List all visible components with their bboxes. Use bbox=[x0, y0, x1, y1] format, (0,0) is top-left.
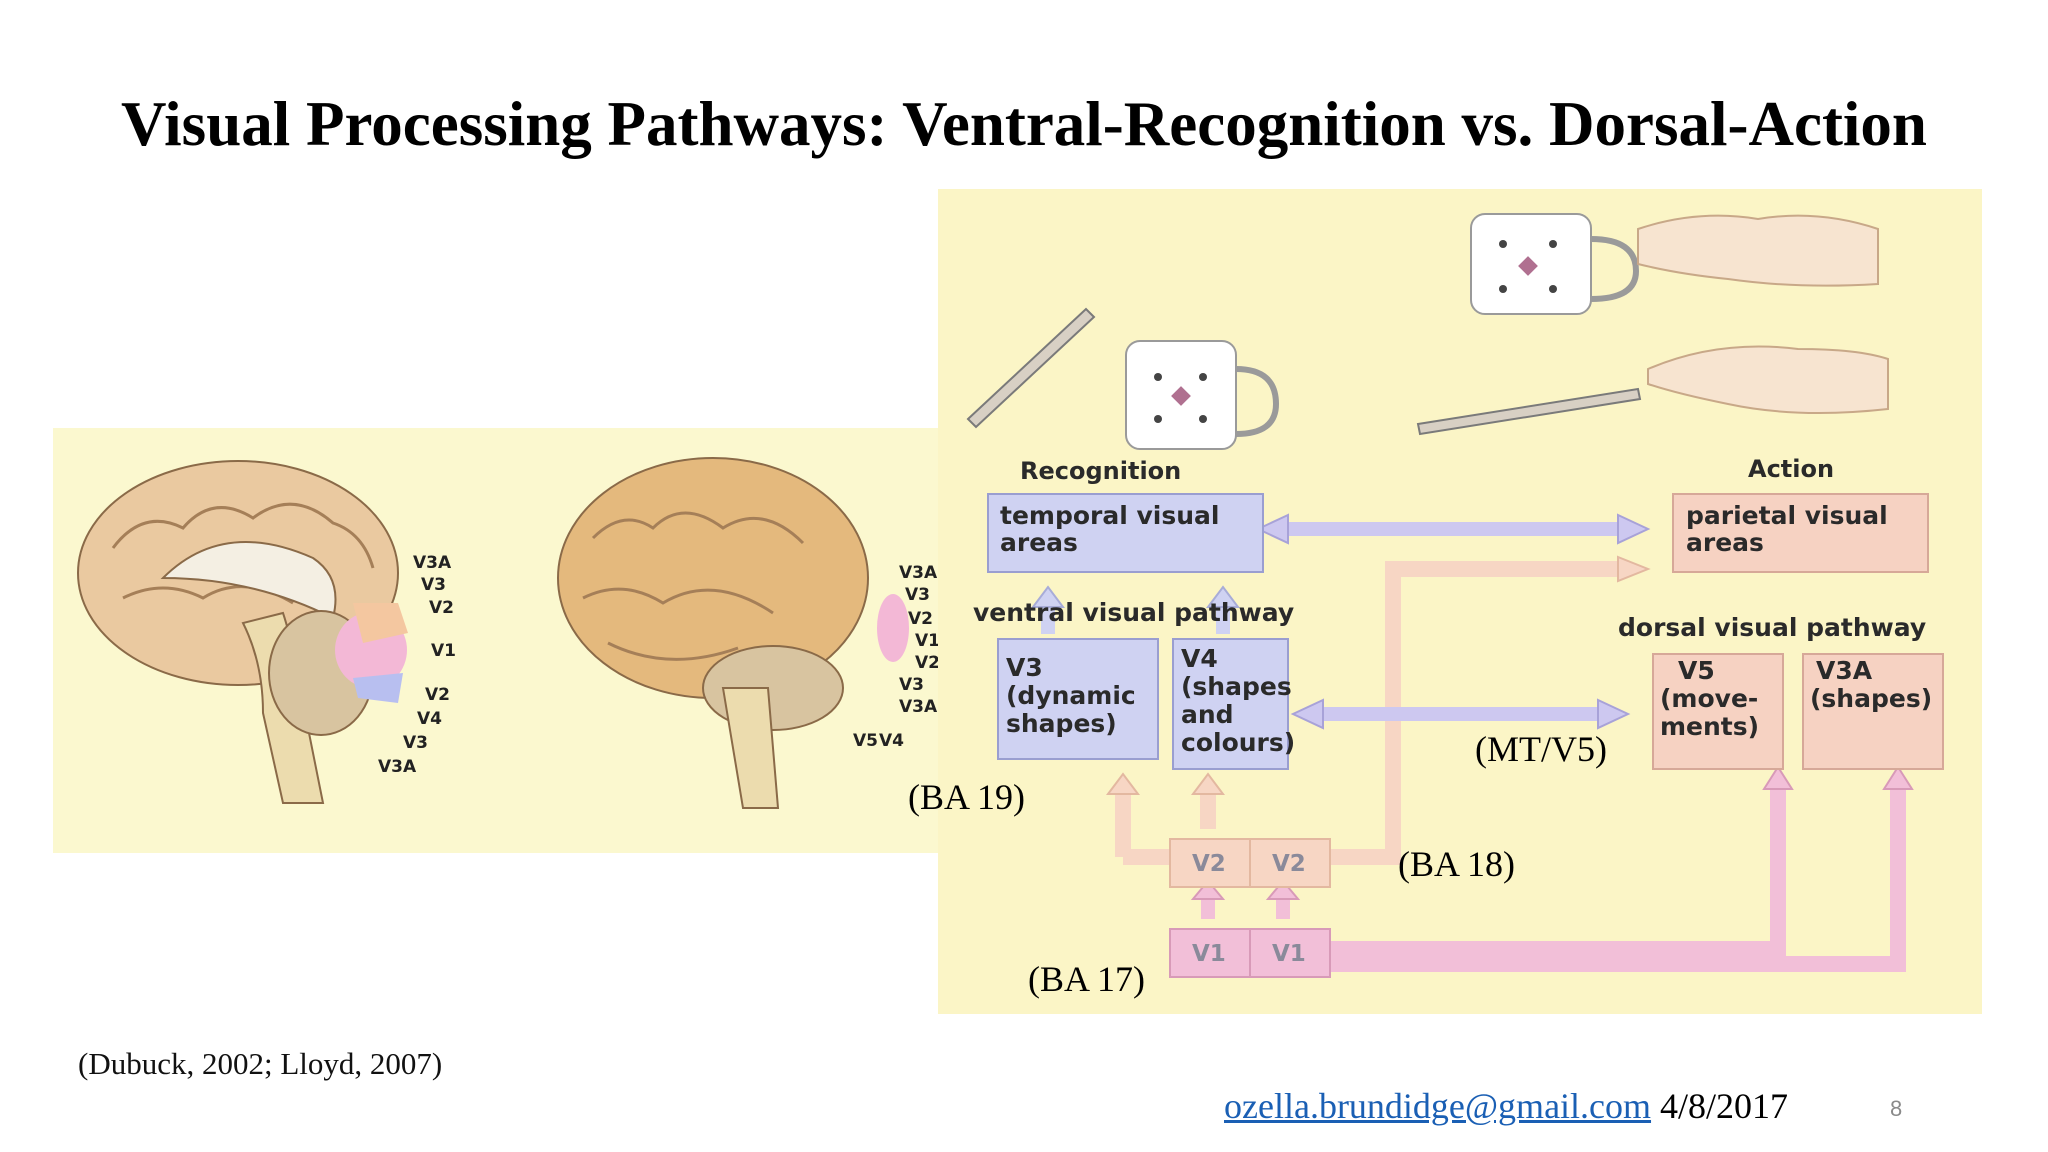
lateral-label-6: V3 bbox=[899, 675, 924, 695]
slide-footer: ozella.brundidge@gmail.com 4/8/2017 bbox=[1224, 1085, 1788, 1127]
hand-icon bbox=[1647, 345, 1889, 414]
footer-date: 4/8/2017 bbox=[1660, 1086, 1789, 1126]
medial-label-3: V2 bbox=[429, 598, 454, 618]
email-link[interactable]: ozella.brundidge@gmail.com bbox=[1224, 1086, 1652, 1126]
medial-label-8: V3A bbox=[378, 757, 417, 777]
pathway-diagram: Recognition Action temporal visual areas… bbox=[938, 189, 1982, 1014]
temporal-box-line-2: areas bbox=[1000, 528, 1078, 557]
parietal-box-line-1: parietal visual bbox=[1686, 501, 1888, 530]
lateral-label-3: V2 bbox=[908, 609, 933, 629]
lateral-label-5: V2 bbox=[915, 653, 940, 673]
slide-title: Visual Processing Pathways: Ventral-Reco… bbox=[121, 89, 1927, 159]
medial-brain-view bbox=[77, 460, 408, 804]
hand-icon bbox=[1637, 214, 1879, 287]
v5-box-line-1: V5 bbox=[1678, 656, 1715, 685]
v1-left-box bbox=[1169, 928, 1251, 978]
lateral-label-8: V5 bbox=[853, 731, 878, 751]
v4-box-line-1: V4 bbox=[1181, 644, 1218, 673]
ventral-pathway-label: ventral visual pathway bbox=[973, 598, 1294, 627]
lateral-label-7: V3A bbox=[899, 697, 938, 717]
v4-box-line-4: colours) bbox=[1181, 728, 1295, 757]
pencil-icon bbox=[966, 307, 1096, 429]
citation: (Dubuck, 2002; Lloyd, 2007) bbox=[78, 1046, 443, 1081]
brain-illustrations: V3A V3 V2 V1 V2 V4 V3 V3A V3A V3 V2 V1 V… bbox=[77, 457, 940, 809]
v3-box-line-1: V3 bbox=[1006, 653, 1043, 682]
pathway-diagram-svg: Recognition Action temporal visual areas… bbox=[966, 213, 1944, 978]
v3-box-line-2: (dynamic bbox=[1006, 681, 1136, 710]
v3a-box-line-2: (shapes) bbox=[1810, 684, 1932, 713]
mug-icon bbox=[1470, 213, 1640, 315]
ba19-annotation: (BA 19) bbox=[908, 777, 1025, 817]
v2-left-label: V2 bbox=[1192, 851, 1226, 877]
medial-label-1: V3A bbox=[413, 553, 452, 573]
parietal-visual-areas-box bbox=[1672, 493, 1929, 573]
v2-right-label: V2 bbox=[1272, 851, 1306, 877]
pencil-icon bbox=[1416, 387, 1642, 436]
action-heading: Action bbox=[1748, 455, 1834, 483]
medial-label-4: V1 bbox=[431, 641, 456, 661]
v5-box-line-2: (move- bbox=[1660, 684, 1758, 713]
recognition-heading: Recognition bbox=[1020, 457, 1181, 485]
mt-v5-annotation: (MT/V5) bbox=[1475, 729, 1607, 769]
medial-label-2: V3 bbox=[421, 575, 446, 595]
ba17-annotation: (BA 17) bbox=[1028, 959, 1145, 999]
v3a-box-line-1: V3A bbox=[1816, 656, 1873, 685]
lateral-brain-view bbox=[557, 457, 909, 809]
v1-left-label: V1 bbox=[1192, 941, 1226, 967]
page-number: 8 bbox=[1890, 1096, 1903, 1121]
lateral-label-9: V4 bbox=[879, 731, 904, 751]
lateral-label-1: V3A bbox=[899, 563, 938, 583]
v3-box bbox=[997, 638, 1159, 760]
temporal-box-line-1: temporal visual bbox=[1000, 501, 1219, 530]
medial-label-5: V2 bbox=[425, 685, 450, 705]
v4-box bbox=[1172, 638, 1289, 770]
v4-box-line-2: (shapes bbox=[1181, 672, 1292, 701]
medial-label-7: V3 bbox=[403, 733, 428, 753]
lateral-label-2: V3 bbox=[905, 585, 930, 605]
medial-label-6: V4 bbox=[417, 709, 442, 729]
parietal-box-line-2: areas bbox=[1686, 528, 1764, 557]
v5-box-line-3: ments) bbox=[1660, 712, 1759, 741]
ba18-annotation: (BA 18) bbox=[1398, 844, 1515, 884]
v4-box-line-3: and bbox=[1181, 700, 1234, 729]
brain-illustration-panel: V3A V3 V2 V1 V2 V4 V3 V3A V3A V3 V2 V1 V… bbox=[53, 428, 953, 853]
v2-left-box bbox=[1169, 838, 1251, 888]
dorsal-pathway-label: dorsal visual pathway bbox=[1618, 613, 1926, 642]
v2-right-box bbox=[1249, 838, 1331, 888]
v5-box bbox=[1652, 653, 1784, 770]
v1-right-label: V1 bbox=[1272, 941, 1306, 967]
v1-right-box bbox=[1249, 928, 1331, 978]
v3a-box bbox=[1802, 653, 1944, 770]
temporal-visual-areas-box bbox=[987, 493, 1264, 573]
lateral-label-4: V1 bbox=[915, 631, 940, 651]
mug-icon bbox=[1125, 340, 1280, 450]
v3-box-line-3: shapes) bbox=[1006, 709, 1117, 738]
